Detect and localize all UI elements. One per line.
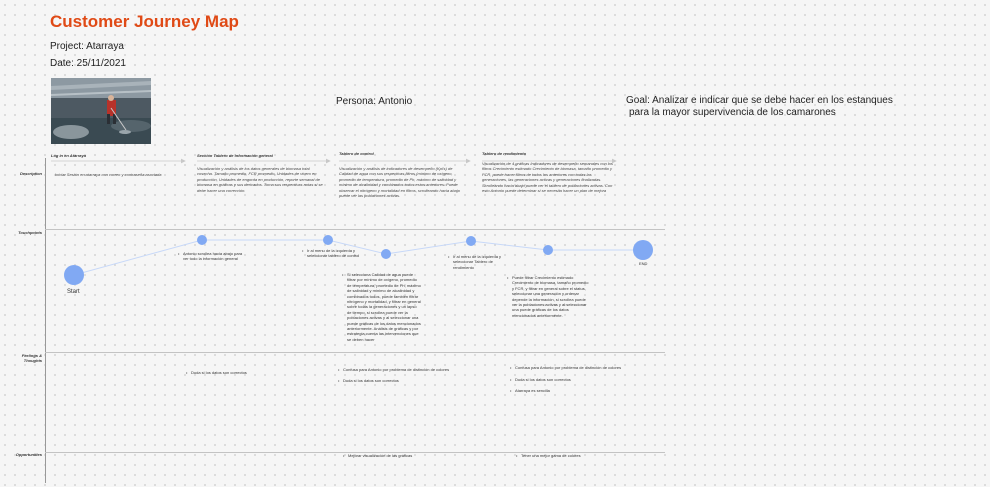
persona-photo — [51, 78, 151, 144]
row-label-description: Description — [19, 171, 42, 176]
feeling-note: •Duda si los datos son correctos — [510, 377, 571, 382]
touchpoint-note-4: •Ir al menu de la izquierda y selecciona… — [448, 254, 502, 270]
goal-line-2: para la mayor supervivencia de los camar… — [629, 107, 836, 118]
touchpoint-note-5: •Puede filtrar Crecimiento estimado Crec… — [507, 275, 589, 318]
touchpoint-note-1: •Antonio scrollea hacia abajo para ver t… — [178, 251, 243, 262]
touchpoint-note-3: •Si selecciona Calidad de agua puede fil… — [342, 272, 421, 342]
stage-header-performance: Tablero de rendimiento — [482, 151, 527, 156]
page-title: Customer Journey Map — [50, 12, 239, 31]
row-label-opportunities: Opportunities — [15, 452, 42, 457]
end-label: END — [639, 261, 648, 266]
stage-header-login: Log in en Atarraya — [51, 153, 86, 158]
journey-node-2 — [197, 235, 207, 245]
touchpoint-note-2: •Ir al menu de la izquierda y selecciona… — [302, 248, 360, 259]
persona-label: Persona: Antonio — [336, 96, 413, 107]
journey-node-6 — [543, 245, 553, 255]
feeling-note: •Duda si los datos son correctos — [186, 370, 247, 375]
project-name: Project: Atarraya — [50, 41, 124, 52]
opportunity-note: •Mejorar visualización de las gráficas — [343, 453, 413, 458]
row-divider-feelings — [45, 352, 665, 353]
feeling-note: •Confusa para Antonio por problema de di… — [338, 367, 450, 372]
goal-text: Goal: Analizar e indicar que se debe hac… — [626, 95, 926, 119]
journey-node-start — [64, 265, 84, 285]
row-label-touchpoints: Touchpoints — [18, 230, 42, 235]
stage-header-control: Tablero de control — [339, 151, 374, 156]
row-label-feelings-line-2: Thoughts — [23, 358, 42, 363]
feeling-note: •Duda si los datos son correctos — [338, 378, 399, 383]
feeling-note: •Confusa para Antonio por problema de di… — [510, 365, 622, 370]
stage-description-performance: Visualización de 4 gráficas Indicadores … — [482, 161, 613, 194]
row-divider-touchpoints — [45, 229, 665, 230]
stage-description-login: Iniciar Sesión en atarraya con correo y … — [55, 172, 162, 177]
row-label-feelings-line-1: Feelings & — [21, 353, 42, 358]
row-divider-vertical — [45, 158, 46, 483]
goal-line-1: Goal: Analizar e indicar que se debe hac… — [626, 95, 893, 106]
journey-node-5 — [466, 236, 476, 246]
stage-description-control: Visualización y análisis de indicadores … — [339, 166, 460, 199]
worker-at-shrimp-pond-photo — [51, 78, 151, 144]
journey-node-end — [633, 240, 653, 260]
row-divider-opportunities — [45, 452, 665, 453]
journey-node-4 — [381, 249, 391, 259]
stage-header-general-info: Sección Tablero de información general — [197, 153, 273, 158]
stage-description-general-info: Visualización y análisis de los datos ge… — [197, 166, 323, 193]
feeling-note: •Atarraya es sencilla — [510, 388, 550, 393]
opportunity-note: •Tener una mejor gama de colores — [516, 453, 581, 458]
journey-node-3 — [323, 235, 333, 245]
start-label: Start — [67, 289, 80, 295]
row-label-feelings: Feelings & Thoughts — [6, 353, 42, 363]
project-date: Date: 25/11/2021 — [50, 58, 126, 69]
